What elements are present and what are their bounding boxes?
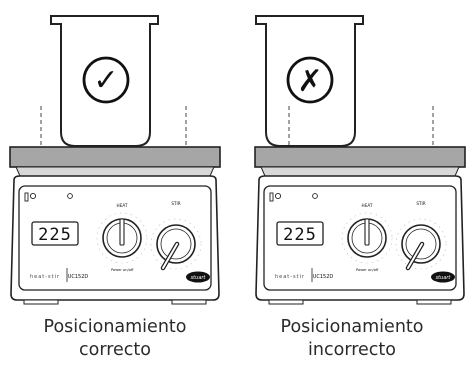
stir-label: STIR <box>416 201 425 206</box>
power-label: Power on/off <box>356 268 379 272</box>
caption-correct: Posicionamiento correcto <box>10 316 220 362</box>
power-label: Power on/off <box>111 268 134 272</box>
caption-line-1: Posicionamiento <box>43 317 187 337</box>
model-number: UC152D <box>313 274 334 280</box>
cross-circle <box>286 56 334 104</box>
caption-incorrect: Posicionamiento incorrecto <box>247 316 457 362</box>
heat-label: HEAT <box>362 203 373 208</box>
beaker-offset <box>255 15 364 147</box>
brand-logo: stuart <box>436 275 452 281</box>
mode-text: heat-stir <box>30 274 60 280</box>
caption-line-2: incorrecto <box>308 340 396 360</box>
caption-line-1: Posicionamiento <box>280 317 424 337</box>
checkmark-circle <box>82 56 130 104</box>
cross-icon: ✗ <box>297 64 322 99</box>
beaker-centered <box>50 15 159 147</box>
model-number: UC152D <box>68 274 89 280</box>
panel-correct <box>10 15 220 304</box>
stir-label: STIR <box>171 201 180 206</box>
caption-line-2: correcto <box>79 340 151 360</box>
temperature-display: 225 <box>38 225 72 245</box>
checkmark-icon: ✓ <box>93 63 118 98</box>
mode-text: heat-stir <box>275 274 305 280</box>
brand-logo: stuart <box>191 275 207 281</box>
heat-label: HEAT <box>117 203 128 208</box>
temperature-display: 225 <box>283 225 317 245</box>
panel-incorrect <box>255 15 465 304</box>
